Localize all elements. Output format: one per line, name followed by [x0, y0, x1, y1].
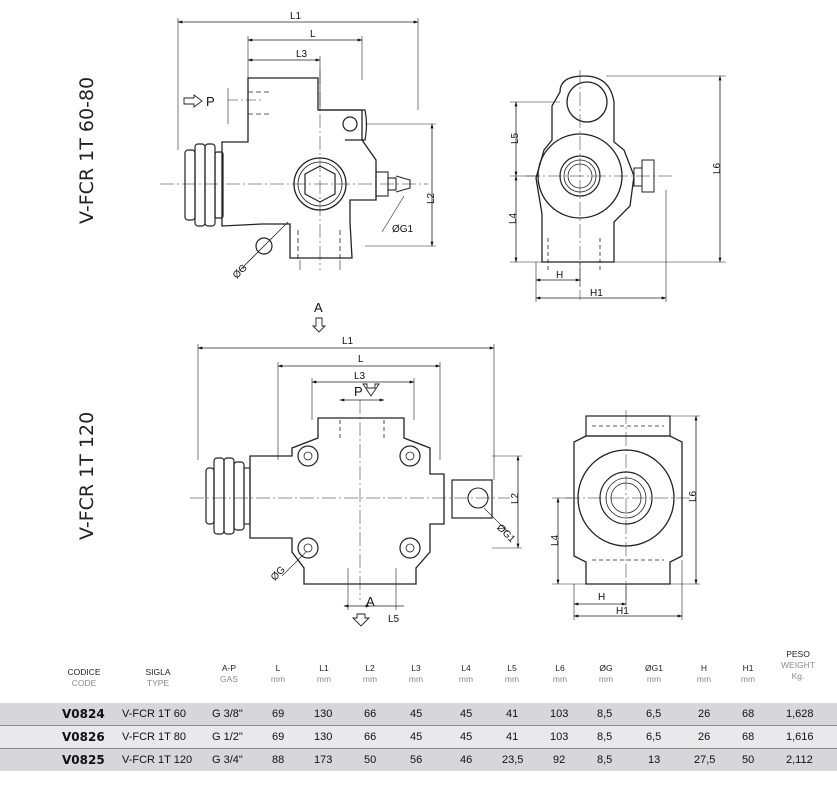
dim-h1-bottom: H1: [616, 606, 629, 617]
dim-l5-top: L5: [510, 132, 521, 144]
row-l3: 56: [410, 754, 423, 766]
row-g1: 13: [648, 754, 661, 766]
row-l4: 45: [460, 731, 473, 743]
dim-l1-top: L1: [290, 11, 302, 22]
dim-l6-top: L6: [712, 162, 723, 174]
row-ap: G 1/2": [212, 731, 243, 743]
row-peso: 1,628: [786, 708, 814, 720]
row-code: V0825: [62, 753, 105, 767]
row-h1: 68: [742, 708, 755, 720]
row-ap: G 3/4": [212, 754, 243, 766]
dim-g-bottom: ØG: [269, 564, 288, 583]
row-g: 8,5: [597, 754, 613, 766]
dim-h-top: H: [556, 270, 563, 281]
row-l1: 173: [314, 754, 333, 766]
row-l1: 130: [314, 708, 333, 720]
port-a-bottom: A: [366, 594, 375, 609]
row-h1: 68: [742, 731, 755, 743]
row-l1: 130: [314, 731, 333, 743]
row-type: V-FCR 1T 120: [122, 754, 193, 766]
row-code: V0826: [62, 730, 105, 744]
dim-g-top: ØG: [231, 262, 250, 281]
row-type: V-FCR 1T 60: [122, 708, 186, 720]
table-row: V0825 V-FCR 1T 120 G 3/4" 88 173 50 56 4…: [0, 749, 837, 771]
row-h1: 50: [742, 754, 755, 766]
row-l6: 92: [553, 754, 566, 766]
technical-drawing: L1 L L3 P A ØG ØG1 L2 L5 L4 L6 H H1 L1 L…: [160, 11, 726, 627]
row-h: 26: [698, 708, 711, 720]
row-divider: [0, 748, 837, 749]
row-code: V0824: [62, 707, 105, 721]
table-row: V0824 V-FCR 1T 60 G 3/8" 69 130 66 45 45…: [0, 703, 837, 725]
table-row: V0826 V-FCR 1T 80 G 1/2" 69 130 66 45 45…: [0, 726, 837, 748]
dim-h1-top: H1: [590, 288, 603, 299]
dim-l4-bottom: L4: [550, 534, 561, 546]
row-divider: [0, 725, 837, 726]
dim-h-bottom: H: [598, 592, 605, 603]
row-l: 69: [272, 708, 285, 720]
row-l4: 45: [460, 708, 473, 720]
row-g1: 6,5: [646, 731, 662, 743]
row-l2: 66: [364, 708, 377, 720]
row-l3: 45: [410, 708, 423, 720]
dim-l4-top: L4: [508, 212, 519, 224]
row-l6: 103: [550, 708, 569, 720]
row-l2: 66: [364, 731, 377, 743]
row-l: 88: [272, 754, 285, 766]
row-l: 69: [272, 731, 285, 743]
top-side-view: [510, 70, 726, 302]
row-g1: 6,5: [646, 708, 662, 720]
dim-l2-bottom: L2: [510, 492, 521, 504]
dim-l-bottom: L: [358, 354, 364, 365]
bottom-side-view: [552, 410, 700, 620]
dim-l2-top: L2: [426, 192, 437, 204]
row-ap: G 3/8": [212, 708, 243, 720]
row-l3: 45: [410, 731, 423, 743]
bottom-front-view: [190, 344, 522, 627]
row-h: 27,5: [694, 754, 716, 766]
row-l5: 41: [506, 708, 519, 720]
row-g: 8,5: [597, 731, 613, 743]
dim-l1-bottom: L1: [342, 336, 354, 347]
port-p-top: P: [206, 94, 215, 109]
row-l4: 46: [460, 754, 473, 766]
dim-l3-bottom: L3: [354, 371, 366, 382]
row-peso: 2,112: [786, 754, 813, 766]
row-l5: 41: [506, 731, 519, 743]
port-p-bottom: P: [354, 384, 363, 399]
dim-g1-top: ØG1: [392, 224, 414, 235]
row-type: V-FCR 1T 80: [122, 731, 186, 743]
dim-l3-top: L3: [296, 49, 308, 60]
row-h: 26: [698, 731, 711, 743]
row-l2: 50: [364, 754, 377, 766]
port-a-top: A: [314, 300, 323, 315]
row-g: 8,5: [597, 708, 613, 720]
row-l5: 23,5: [502, 754, 524, 766]
dim-l6-bottom: L6: [688, 490, 699, 502]
dim-l-top: L: [310, 29, 316, 40]
top-front-view: [160, 18, 436, 333]
dim-l5-bottom: L5: [388, 614, 400, 625]
dim-g1-bottom: ØG1: [494, 522, 517, 545]
row-peso: 1,616: [786, 731, 814, 743]
row-l6: 103: [550, 731, 569, 743]
